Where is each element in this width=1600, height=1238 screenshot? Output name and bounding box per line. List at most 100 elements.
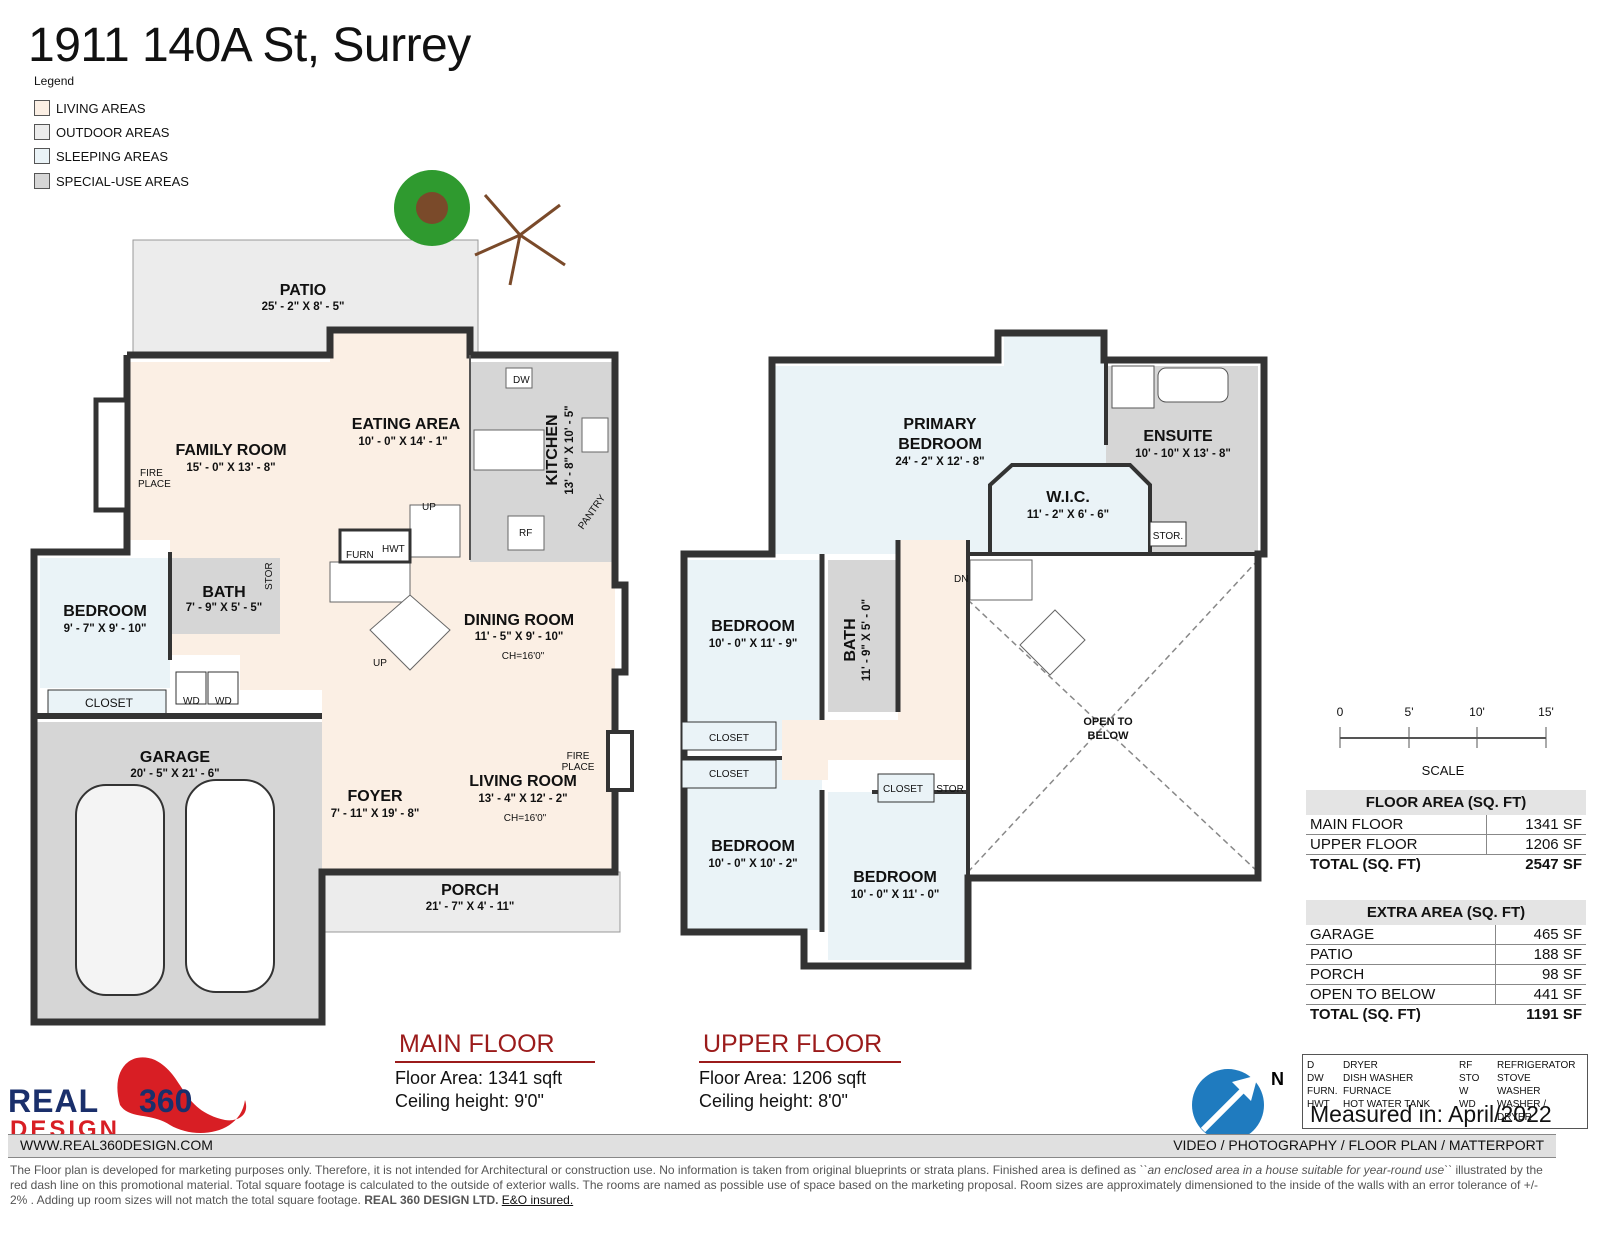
- primary-bedroom-dim: 24' - 2" X 12' - 8": [895, 456, 984, 468]
- footer-services: VIDEO / PHOTOGRAPHY / FLOOR PLAN / MATTE…: [1173, 1137, 1544, 1153]
- refrigerator: [507, 515, 545, 551]
- north-arrowhead: [1232, 1075, 1258, 1101]
- company-logo: REAL 360 DESIGN: [8, 1057, 247, 1143]
- fireplace-label-2: PLACE: [138, 479, 171, 490]
- bedroom-3-dim: 10' - 0" X 10' - 2": [708, 858, 797, 870]
- legend-swatch: [34, 100, 50, 116]
- fireplace-living: [606, 730, 634, 792]
- open-below-diagonal-2: [967, 559, 1259, 873]
- bedroom-4-dim: 10' - 0" X 11' - 0": [851, 889, 940, 901]
- footer-website-link[interactable]: WWW.REAL360DESIGN.COM: [20, 1137, 213, 1153]
- table-total-row: TOTAL (SQ. FT)2547 SF: [1310, 856, 1582, 873]
- open-to-below-label-1: OPEN TO: [1083, 716, 1133, 728]
- closet-area: [47, 689, 167, 715]
- kitchen-dim: 13' - 8" X 10' - 5": [564, 405, 576, 494]
- bedroom-4-label: BEDROOM: [853, 869, 937, 886]
- bedroom-2-area: [684, 560, 822, 750]
- upper-floor-caption: UPPER FLOOR Floor Area: 1206 sqft Ceilin…: [699, 1030, 901, 1113]
- closet-bed3: [681, 759, 777, 789]
- main-floor-area: Floor Area: 1341 sqft: [395, 1068, 563, 1088]
- ensuite-label: ENSUITE: [1143, 428, 1213, 445]
- fireplace-living-label-1: FIRE: [567, 751, 590, 762]
- bedroom-area: [40, 558, 170, 688]
- tree-trunk: [416, 192, 448, 224]
- legend-heading: Legend: [34, 74, 75, 88]
- stove-icon: [581, 417, 609, 453]
- upper-bath-dim: 11' - 9" X 5' - 0": [861, 599, 873, 681]
- stor-upper-label: STOR: [936, 784, 964, 795]
- stor-label: STOR: [264, 562, 275, 590]
- floor-area-heading: FLOOR AREA (SQ. FT): [1306, 790, 1586, 815]
- legend-swatch: [34, 124, 50, 140]
- scale-tick-label: 15': [1538, 705, 1554, 719]
- wd-label-2: WD: [215, 696, 232, 707]
- family-room-dim: 15' - 0" X 13' - 8": [186, 462, 275, 474]
- measured-date: Measured in: April/2022: [1310, 1101, 1552, 1127]
- porch-label: PORCH: [441, 882, 499, 899]
- closet-bed4: [877, 773, 935, 803]
- footer-bar: WWW.REAL360DESIGN.COM VIDEO / PHOTOGRAPH…: [8, 1134, 1556, 1158]
- bath-dim: 7' - 9" X 5' - 5": [186, 602, 262, 614]
- bathtub-icon: [1157, 367, 1229, 403]
- primary-bedroom-label-1: PRIMARY: [903, 416, 977, 433]
- bath-area: [172, 558, 280, 634]
- eating-area-label: EATING AREA: [352, 416, 461, 433]
- north-label: N: [1271, 1069, 1284, 1089]
- fireplace-family: [93, 397, 130, 513]
- scale-tick-label: 0: [1337, 705, 1344, 719]
- bedroom-3-label: BEDROOM: [711, 838, 795, 855]
- stairs-up-label-2: UP: [373, 658, 387, 669]
- main-floor-heading: MAIN FLOOR: [395, 1030, 595, 1063]
- legend-item-special: SPECIAL-USE AREAS: [34, 173, 189, 189]
- living-room-dim: 13' - 4" X 12' - 2": [478, 793, 567, 805]
- page-title: 1911 140A St, Surrey: [28, 19, 471, 72]
- upper-floor-heading: UPPER FLOOR: [699, 1030, 901, 1063]
- garage-label: GARAGE: [140, 749, 211, 766]
- bedroom-dim: 9' - 7" X 9' - 10": [64, 623, 147, 635]
- washer-dryer-1: [175, 671, 207, 705]
- primary-bay: [1004, 333, 1104, 366]
- upper-bath-area: [828, 560, 898, 712]
- logo-text: REAL: [8, 1083, 99, 1119]
- fireplace-label-1: FIRE: [140, 468, 163, 479]
- closet-label: CLOSET: [85, 696, 134, 710]
- legend-swatch: [34, 148, 50, 164]
- logo-number: 360: [139, 1083, 192, 1119]
- foyer-dim: 7' - 11" X 19' - 8": [331, 808, 420, 820]
- primary-bedroom-label-2: BEDROOM: [898, 436, 982, 453]
- logo-swoosh: [117, 1057, 247, 1133]
- bedroom-2-dim: 10' - 0" X 11' - 9": [709, 638, 798, 650]
- living-room-ceiling: CH=16'0": [504, 813, 547, 824]
- upper-floor-plan: PRIMARY BEDROOM 24' - 2" X 12' - 8" ENSU…: [680, 329, 1268, 970]
- bedroom-2-label: BEDROOM: [711, 618, 795, 635]
- scale-tick-label: 5': [1405, 705, 1414, 719]
- extra-area-heading: EXTRA AREA (SQ. FT): [1306, 900, 1586, 925]
- main-stairs-turn: [369, 594, 451, 671]
- rf-label: RF: [519, 528, 532, 539]
- ensuite-stor-label: STOR.: [1153, 531, 1183, 542]
- hwt-label: HWT: [382, 544, 405, 555]
- family-room-label: FAMILY ROOM: [175, 442, 286, 459]
- main-exterior-walls: [30, 326, 629, 1026]
- main-stairs-lower: [329, 561, 411, 603]
- car-left-icon: [75, 784, 165, 996]
- furn-label: FURN: [346, 550, 374, 561]
- scale-bar: 0 5' 10' 15' SCALE: [1337, 705, 1554, 778]
- open-to-below-label-2: BELOW: [1088, 730, 1130, 742]
- shower-icon: [1111, 365, 1155, 409]
- foyer-label: FOYER: [347, 788, 403, 805]
- upper-floor-ceiling: Ceiling height: 8'0": [699, 1091, 848, 1111]
- porch-area: [321, 871, 621, 933]
- legend-item-living: LIVING AREAS: [34, 100, 146, 116]
- wd-label-1: WD: [183, 696, 200, 707]
- upper-hall-west: [782, 720, 828, 780]
- living-room-label: LIVING ROOM: [469, 773, 577, 790]
- bedroom-label: BEDROOM: [63, 603, 147, 620]
- table-total-row: TOTAL (SQ. FT)1191 SF: [1310, 1006, 1582, 1023]
- eating-area-dim: 10' - 0" X 14' - 1": [358, 436, 447, 448]
- ensuite-storage: [1149, 521, 1187, 547]
